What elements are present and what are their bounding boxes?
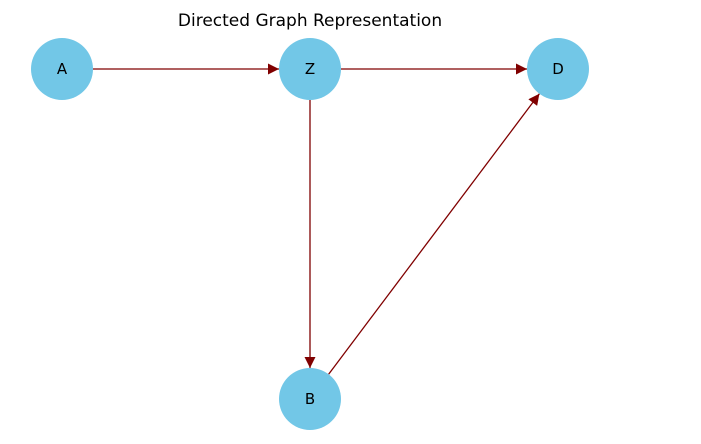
node-circle-z: [279, 38, 341, 100]
node-a: A: [31, 38, 93, 100]
node-label-a: A: [57, 60, 68, 78]
node-circle-d: [527, 38, 589, 100]
node-z: Z: [279, 38, 341, 100]
nodes-layer: A Z D B: [31, 38, 589, 430]
edge-b-to-d: [328, 93, 540, 375]
node-b: B: [279, 368, 341, 430]
node-label-z: Z: [305, 60, 315, 78]
node-circle-b: [279, 368, 341, 430]
edges-layer: [93, 63, 540, 375]
node-label-b: B: [305, 390, 315, 408]
node-label-d: D: [552, 60, 564, 78]
node-circle-a: [31, 38, 93, 100]
node-d: D: [527, 38, 589, 100]
graph-title: Directed Graph Representation: [178, 11, 442, 31]
